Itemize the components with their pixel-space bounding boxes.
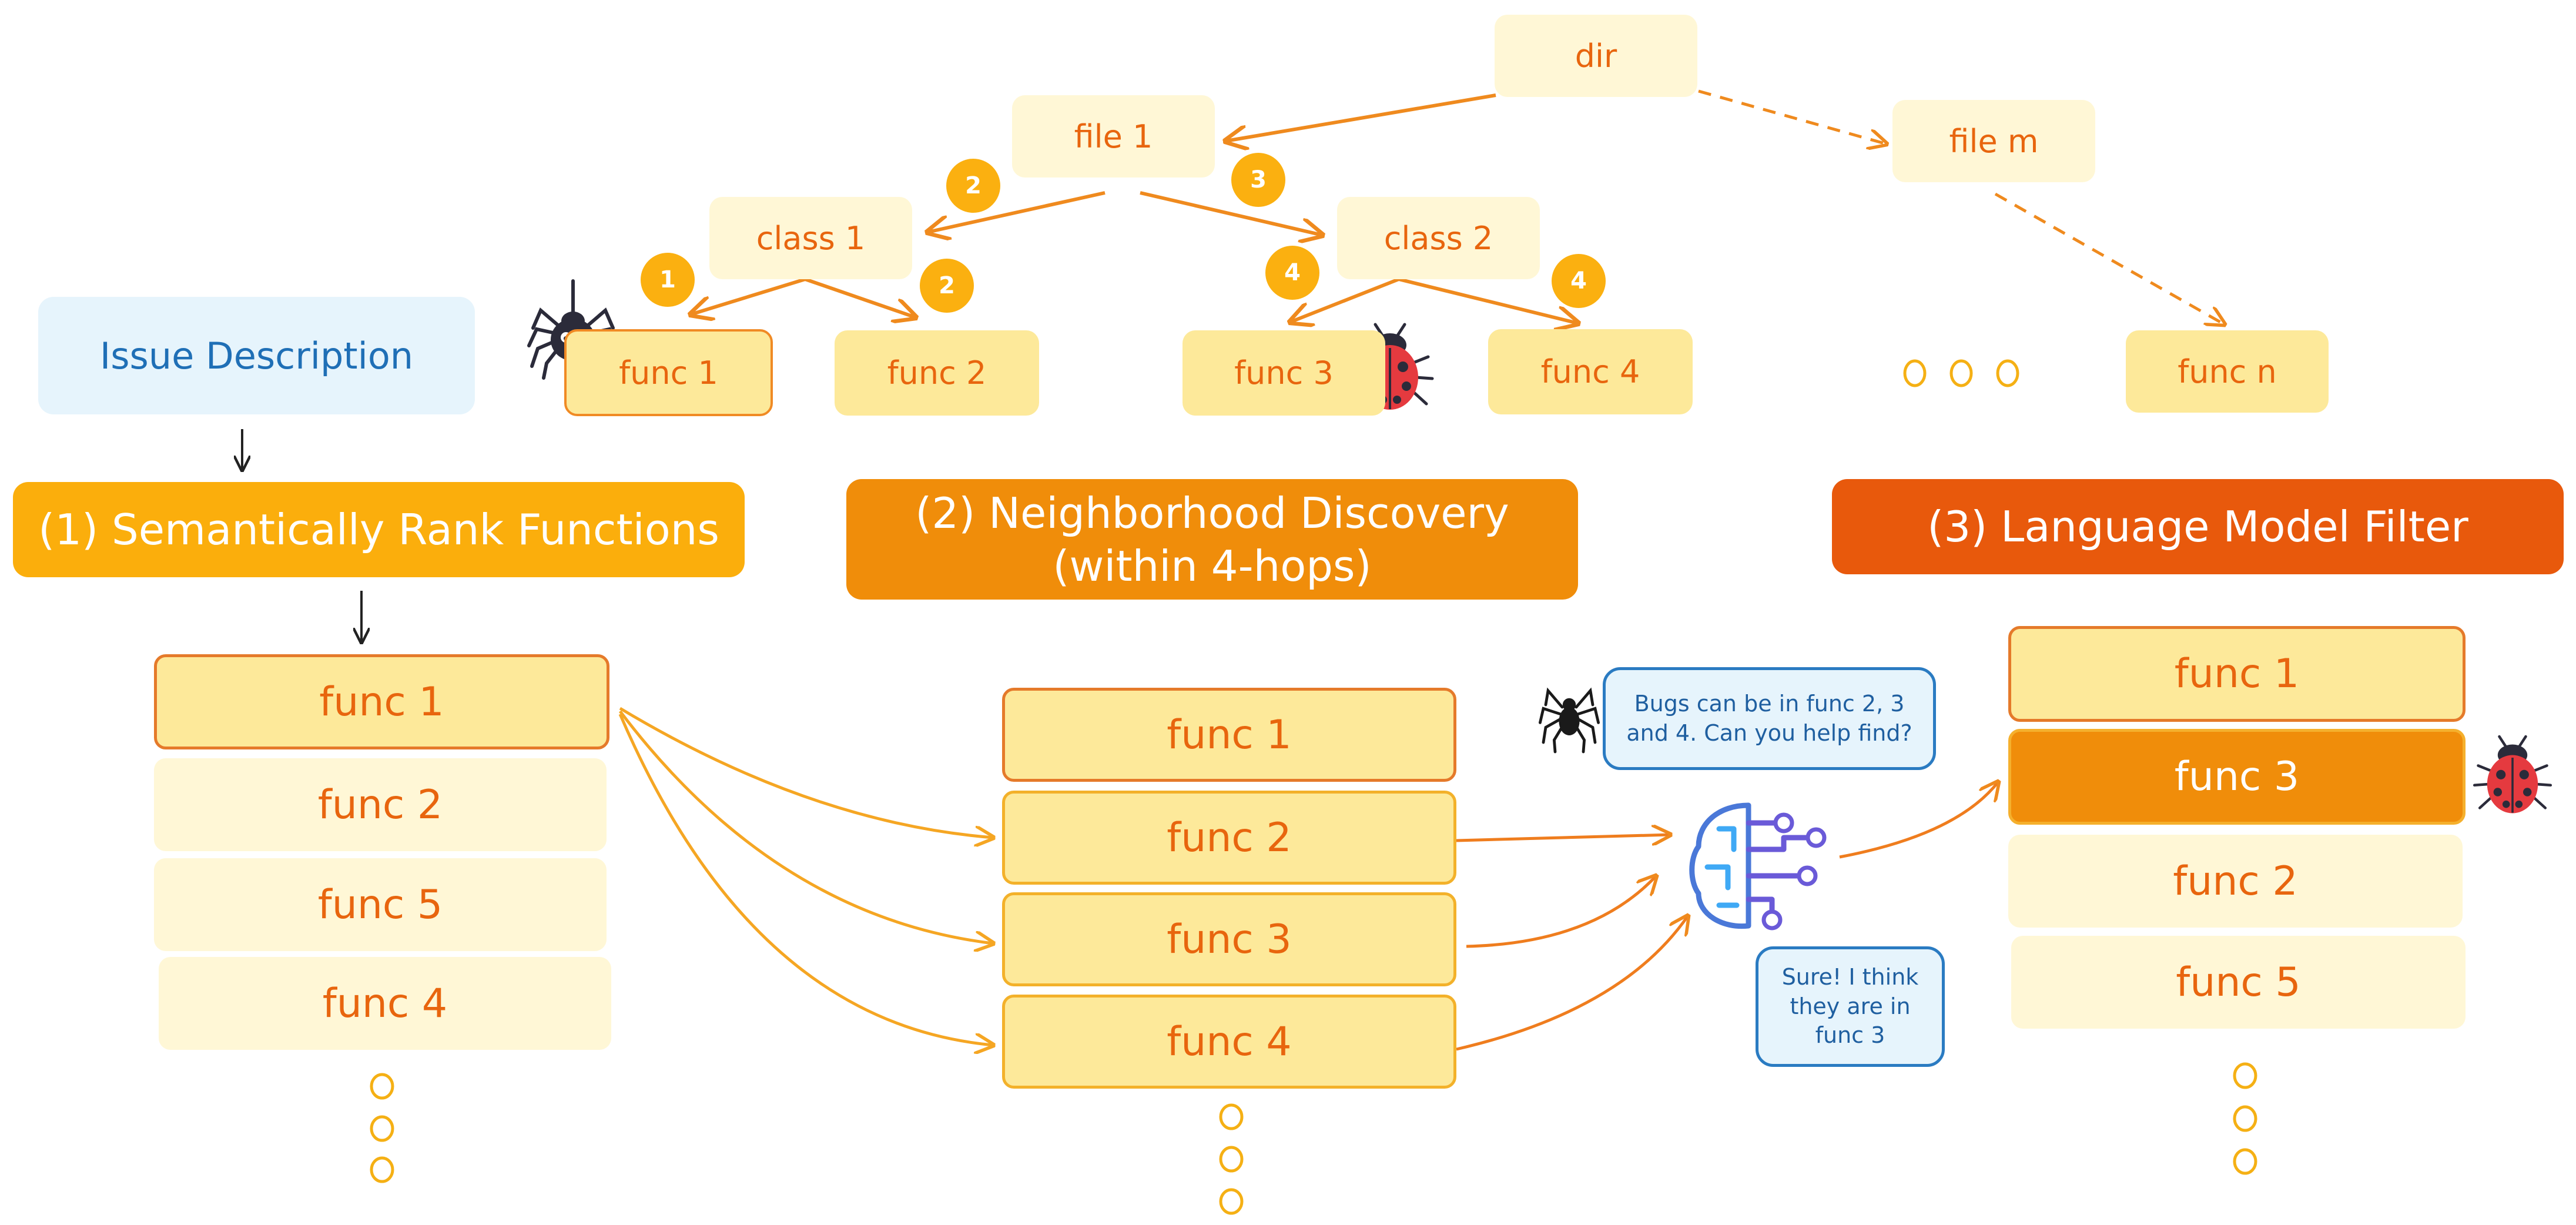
arrow-func1-to-func4 bbox=[618, 714, 993, 1045]
hop-badge: 2 bbox=[920, 259, 974, 313]
tree-node-func3: func 3 bbox=[1183, 330, 1385, 416]
ai-brain-icon bbox=[1689, 802, 1827, 931]
neighborhood-list-item: func 4 bbox=[1002, 995, 1456, 1089]
hop-badge: 1 bbox=[641, 253, 695, 307]
answer-line: func 3 bbox=[1815, 1022, 1885, 1049]
edge-file1-class1 bbox=[927, 191, 1106, 232]
answer-bubble: Sure! I think they are in func 3 bbox=[1756, 946, 1945, 1067]
neighborhood-list-item: func 2 bbox=[1002, 791, 1456, 885]
neighborhood-list-item: func 1 bbox=[1002, 688, 1456, 782]
edge-class2-func3 bbox=[1290, 277, 1400, 322]
answer-line: Sure! I think bbox=[1781, 964, 1919, 990]
tree-node-file1: file 1 bbox=[1012, 95, 1215, 178]
filtered-list-item: func 1 bbox=[2008, 626, 2466, 722]
hop-badge: 4 bbox=[1265, 246, 1319, 300]
arrow-func2-to-llm bbox=[1456, 835, 1670, 841]
filtered-list-item: func 5 bbox=[2011, 936, 2466, 1029]
issue-description: Issue Description bbox=[38, 297, 475, 414]
arrow-func1-to-func2 bbox=[619, 707, 993, 838]
tree-ellipsis-dots bbox=[1903, 359, 2019, 387]
edge-file1-class2 bbox=[1140, 191, 1322, 235]
question-line: Bugs can be in func 2, 3 bbox=[1634, 691, 1905, 717]
filtered-list-ellipsis bbox=[2233, 1062, 2257, 1175]
answer-line: they are in bbox=[1790, 993, 1911, 1019]
spider-icon bbox=[1538, 687, 1600, 754]
edge-class2-func4 bbox=[1398, 277, 1578, 323]
hop-badge: 4 bbox=[1552, 254, 1606, 308]
stage-2-subtitle: (within 4-hops) bbox=[1053, 541, 1372, 591]
filtered-list-item: func 2 bbox=[2008, 835, 2463, 928]
tree-node-func1: func 1 bbox=[564, 329, 773, 416]
ranked-list-item: func 4 bbox=[159, 957, 611, 1050]
edge-filem-funcn bbox=[1994, 192, 2225, 324]
question-line: and 4. Can you help find? bbox=[1626, 719, 1912, 746]
tree-node-dir: dir bbox=[1495, 15, 1697, 97]
tree-node-funcn: func n bbox=[2126, 330, 2329, 413]
filtered-list-item-selected: func 3 bbox=[2008, 729, 2466, 825]
ranked-list-ellipsis bbox=[370, 1073, 394, 1183]
arrow-func4-to-llm bbox=[1456, 916, 1688, 1051]
arrow-llm-to-filtered bbox=[1839, 782, 1998, 859]
edge-dir-file1 bbox=[1225, 93, 1496, 141]
ranked-list-item: func 5 bbox=[154, 858, 607, 951]
stage-3-header: (3) Language Model Filter bbox=[1832, 479, 2564, 574]
stage-2-title: (2) Neighborhood Discovery bbox=[915, 488, 1509, 538]
edge-dir-filem bbox=[1698, 89, 1887, 144]
tree-node-class1: class 1 bbox=[709, 197, 912, 279]
ranked-list-item: func 1 bbox=[154, 654, 609, 749]
edge-class1-func2 bbox=[805, 277, 916, 317]
stage-2-header: (2) Neighborhood Discovery (within 4-hop… bbox=[846, 479, 1578, 600]
tree-node-func2: func 2 bbox=[835, 330, 1039, 416]
neighborhood-list-ellipsis bbox=[1219, 1103, 1244, 1215]
arrow-func1-to-func3 bbox=[619, 710, 993, 943]
tree-node-class2: class 2 bbox=[1337, 197, 1540, 279]
stage-1-header: (1) Semantically Rank Functions bbox=[13, 482, 745, 577]
ranked-list-item: func 2 bbox=[154, 758, 607, 851]
hop-badge: 3 bbox=[1231, 153, 1285, 207]
neighborhood-list-item: func 3 bbox=[1002, 892, 1456, 986]
hop-badge: 2 bbox=[946, 159, 1000, 213]
edge-class1-func1 bbox=[691, 277, 806, 314]
tree-node-func4: func 4 bbox=[1488, 329, 1693, 414]
tree-node-filem: file m bbox=[1892, 100, 2095, 182]
question-bubble: Bugs can be in func 2, 3 and 4. Can you … bbox=[1603, 667, 1936, 770]
arrow-func3-to-llm bbox=[1466, 876, 1656, 948]
ladybug-icon bbox=[2473, 735, 2552, 814]
